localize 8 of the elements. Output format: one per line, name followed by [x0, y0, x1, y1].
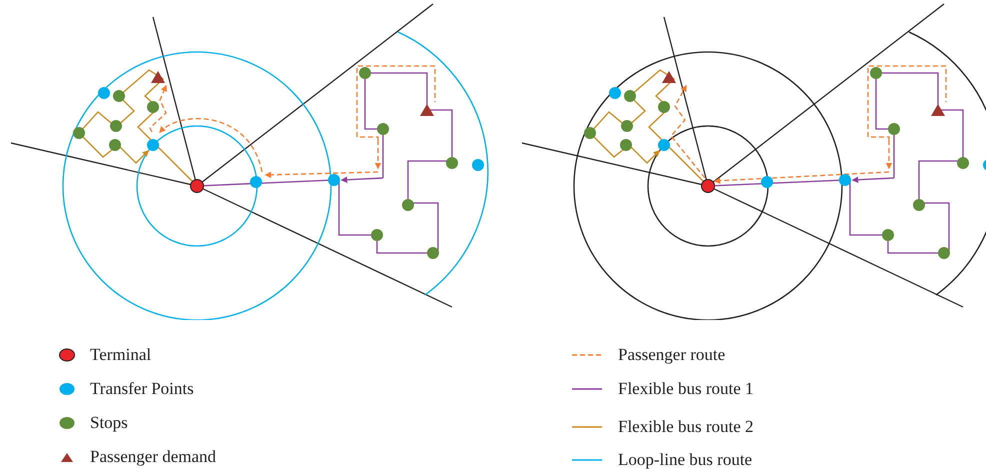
- legend-label: Stops: [90, 413, 128, 433]
- legend-label: Terminal: [90, 345, 152, 365]
- legend-label: Loop-line bus route: [618, 450, 752, 470]
- legend-label: Flexible bus route 2: [618, 417, 754, 437]
- legend-label: Passenger demand: [90, 447, 216, 467]
- legend-label: Transfer Points: [90, 379, 194, 399]
- legend-label: Flexible bus route 1: [618, 379, 754, 399]
- legend-label: Passenger route: [618, 345, 726, 365]
